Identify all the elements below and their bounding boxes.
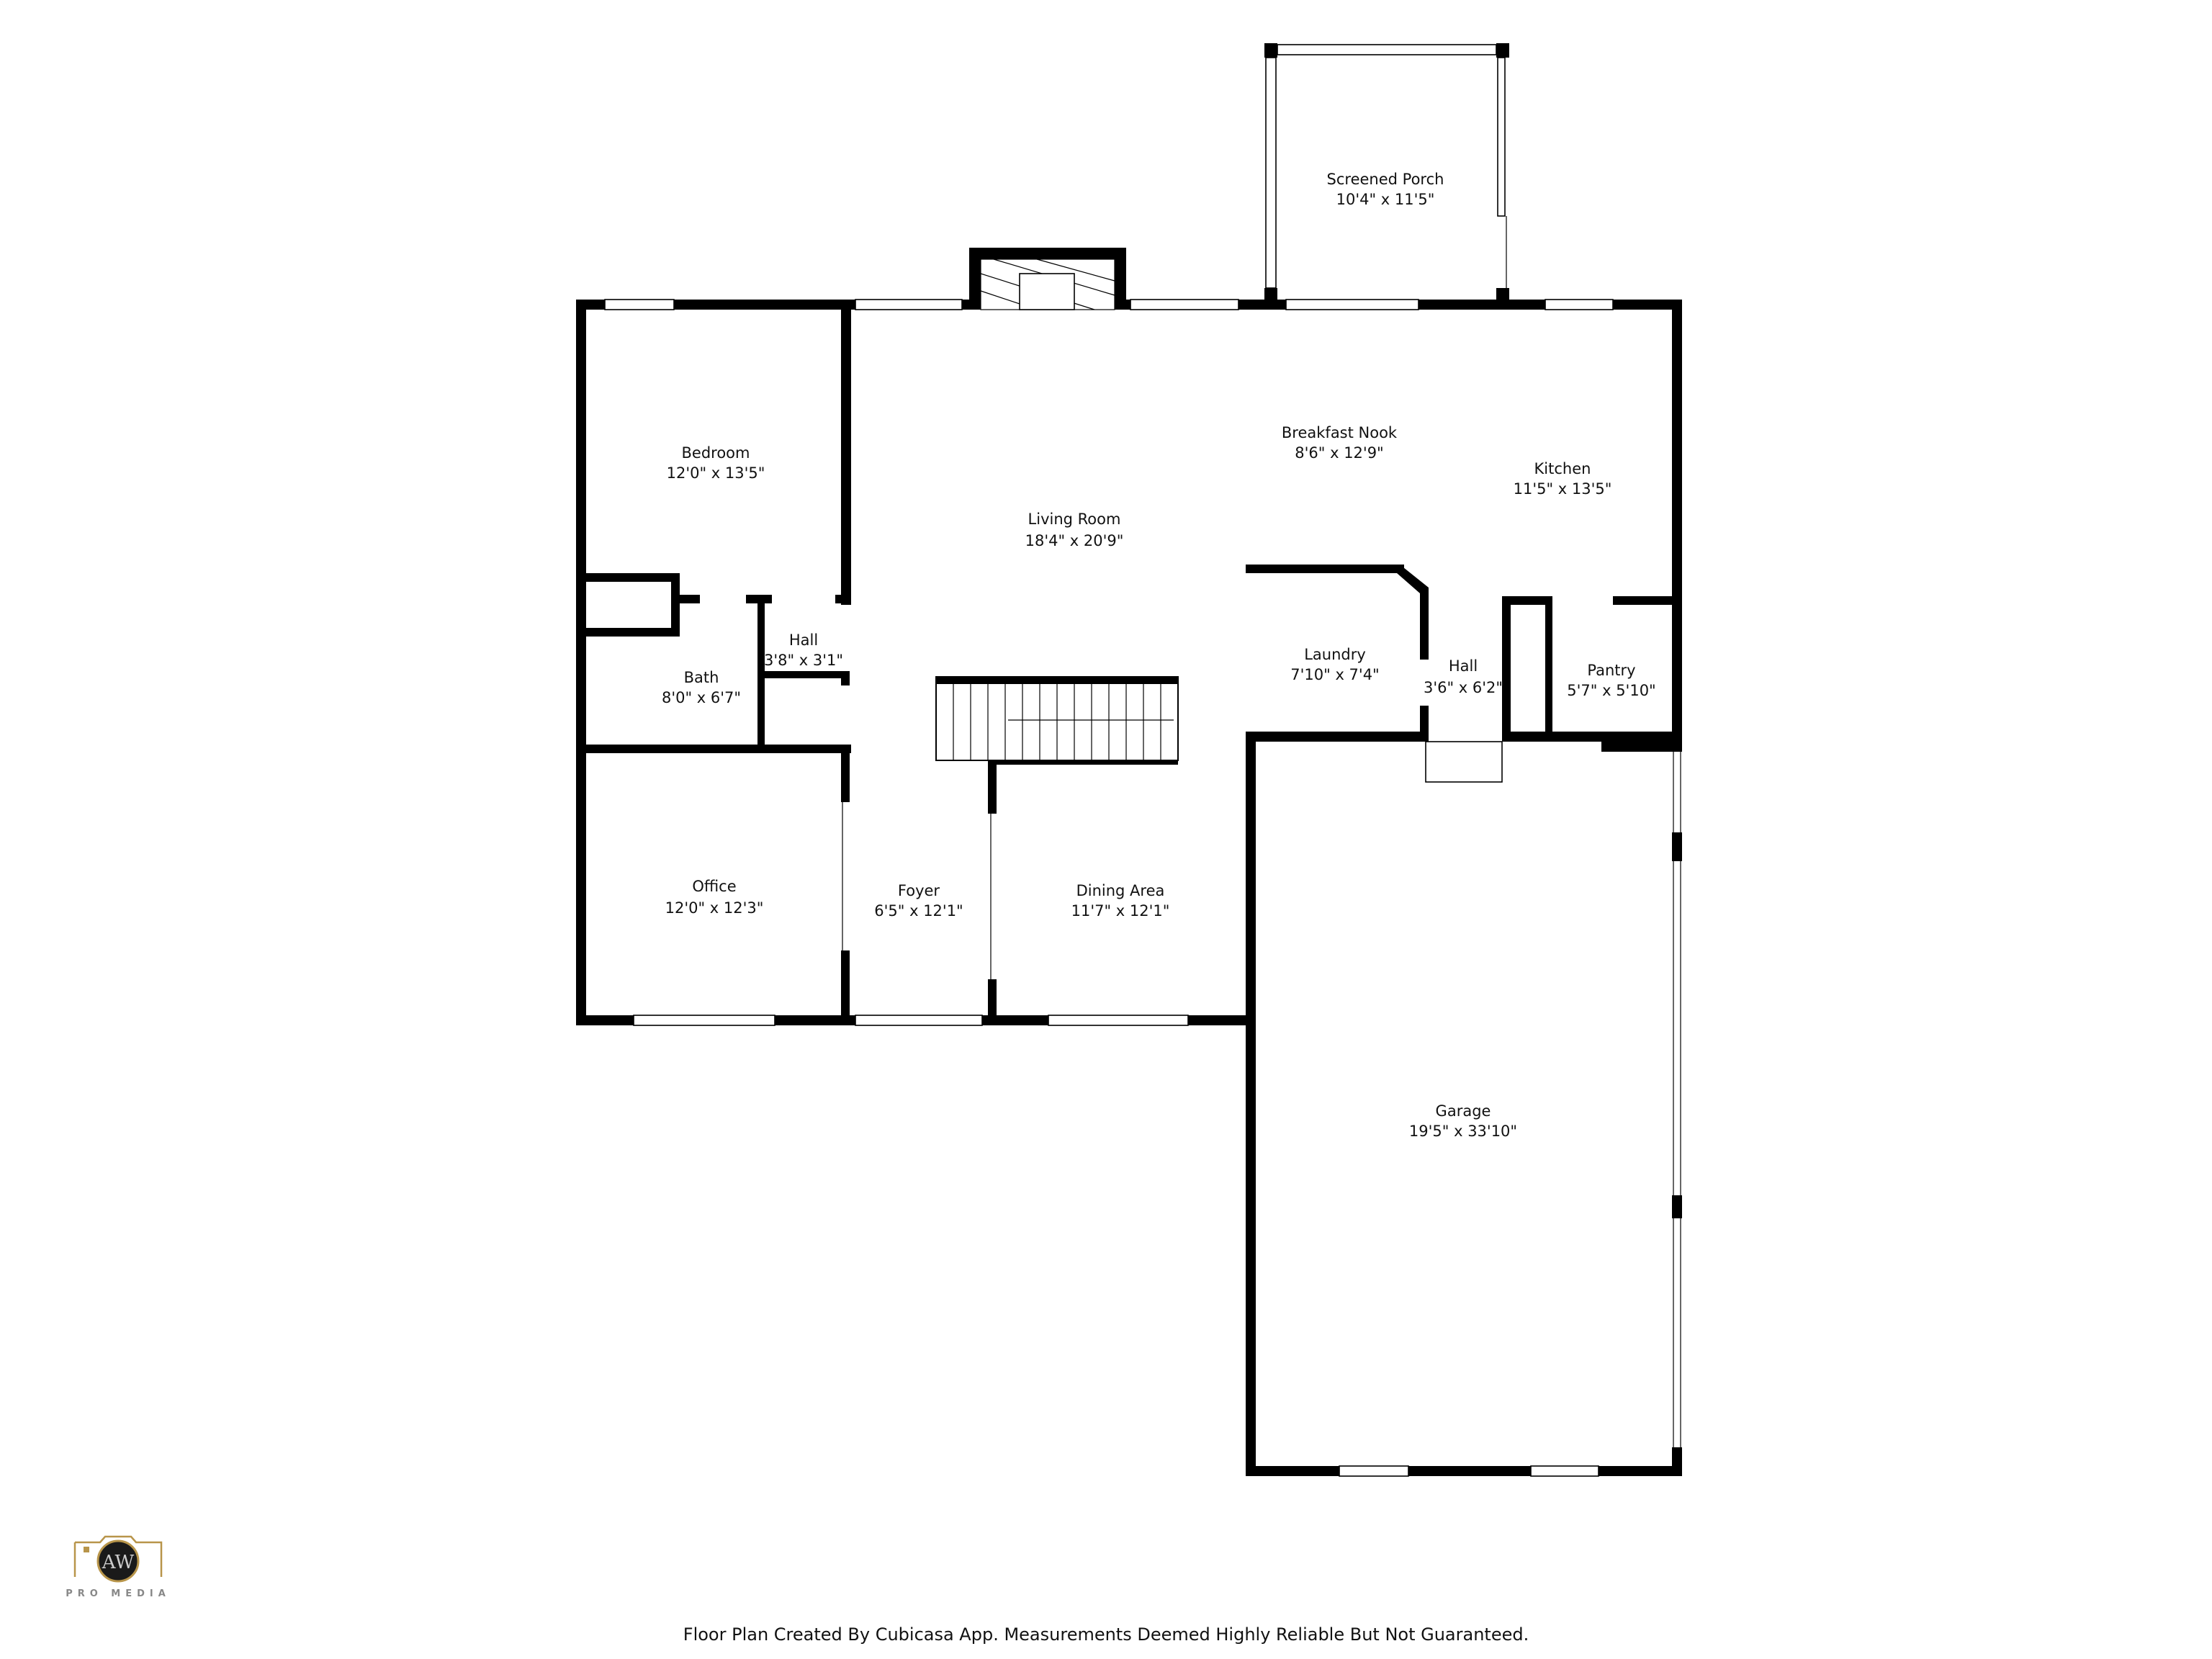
room-dims: 18'4" x 20'9" (1025, 532, 1124, 549)
logo-text: PRO MEDIA (66, 1588, 171, 1599)
room-name: Kitchen (1534, 460, 1591, 477)
room-name: Living Room (1028, 511, 1121, 528)
room-dims: 8'6" x 12'9" (1295, 444, 1383, 462)
pro-media-logo: AW PRO MEDIA (60, 1534, 176, 1599)
footer-disclaimer: Floor Plan Created By Cubicasa App. Meas… (683, 1624, 1529, 1645)
room-name: Breakfast Nook (1282, 424, 1398, 441)
room-dims: 11'5" x 13'5" (1514, 480, 1612, 498)
room-dims: 12'0" x 13'5" (667, 464, 765, 482)
svg-text:AW: AW (102, 1552, 135, 1573)
room-dims: 6'5" x 12'1" (874, 902, 963, 920)
room-name: Hall (1449, 657, 1478, 675)
room-name: Bath (684, 669, 719, 686)
room-name: Laundry (1304, 646, 1366, 663)
room-dims: 8'0" x 6'7" (662, 689, 741, 706)
room-name: Pantry (1587, 662, 1635, 679)
room-dims: 7'10" x 7'4" (1290, 666, 1379, 683)
room-name: Garage (1436, 1102, 1491, 1120)
room-dims: 11'7" x 12'1" (1071, 902, 1170, 920)
room-labels: Screened Porch 10'4" x 11'5" Bedroom 12'… (662, 171, 1656, 1140)
room-dims: 3'6" x 6'2" (1424, 679, 1503, 696)
room-dims: 3'8" x 3'1" (764, 652, 843, 669)
room-dims: 5'7" x 5'10" (1567, 682, 1655, 699)
room-dims: 19'5" x 33'10" (1409, 1123, 1517, 1140)
room-dims: 12'0" x 12'3" (665, 899, 764, 917)
room-name: Foyer (898, 882, 940, 899)
room-name: Dining Area (1076, 882, 1165, 899)
camera-logo-icon: AW (73, 1535, 163, 1583)
room-name: Office (692, 878, 736, 895)
windows (604, 299, 1614, 1477)
room-dims: 10'4" x 11'5" (1336, 191, 1435, 208)
room-name: Screened Porch (1327, 171, 1444, 188)
room-name: Bedroom (682, 444, 750, 462)
walls (576, 43, 1682, 1476)
room-name: Hall (789, 631, 818, 649)
